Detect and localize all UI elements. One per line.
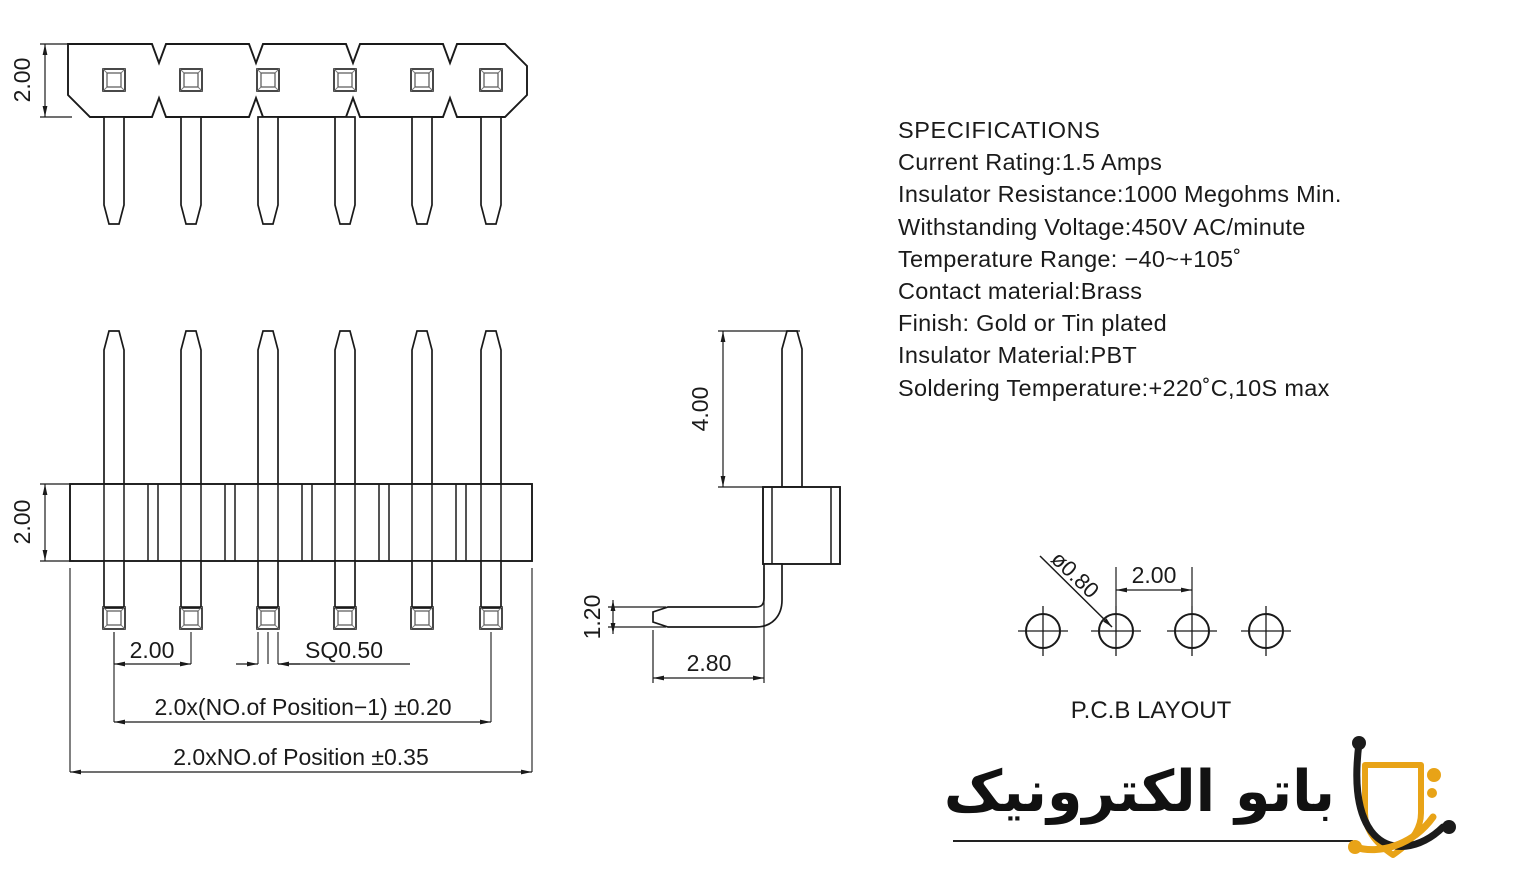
front-view-pin-tips	[102, 606, 503, 630]
pcb-diameter-leader	[1039, 555, 1113, 628]
front-view-extension-lines	[69, 568, 533, 772]
pcb-pitch-label: 2.00	[1132, 562, 1177, 588]
front-view-body-separators	[103, 484, 502, 561]
side-view-pin-height-dimension	[718, 330, 800, 488]
side-view-bent-tail	[652, 563, 783, 628]
specification-item: Insulator Material:PBT	[898, 342, 1138, 369]
side-view-pin-height-label: 4.00	[687, 387, 713, 432]
specification-item: Current Rating:1.5 Amps	[898, 149, 1163, 176]
specification-item: Contact material:Brass	[898, 278, 1143, 305]
pcb-hole	[1017, 605, 1069, 657]
top-view-group: 2.00	[9, 43, 528, 225]
side-view-tail-height-label: 1.20	[579, 595, 605, 640]
specification-item: Insulator Resistance:1000 Megohms Min.	[898, 181, 1342, 208]
pcb-layout-group: ø0.80 2.00 P.C.B LAYOUT	[1017, 546, 1292, 724]
front-view-height-dimension	[40, 483, 74, 562]
front-view-inner-span-label: 2.0x(NO.of Position−1) ±0.20	[154, 694, 451, 720]
specification-item: Finish: Gold or Tin plated	[898, 310, 1168, 337]
top-view-body-outline	[67, 43, 528, 118]
side-view-tail-length-dimension	[652, 568, 765, 683]
pcb-hole	[1240, 605, 1292, 657]
front-view-overall-span-label: 2.0xNO.of Position ±0.35	[173, 744, 429, 770]
top-view-height-dimension	[40, 43, 72, 118]
specification-item: Soldering Temperature:+220˚C,10S max	[898, 374, 1330, 401]
brand-emblem-icon	[1348, 736, 1456, 858]
front-view-group: 2.00 2.00	[9, 330, 533, 775]
specification-item: Temperature Range: −40~+105˚	[898, 245, 1242, 272]
specification-item: Withstanding Voltage:450V AC/minute	[898, 213, 1306, 240]
top-view-height-label: 2.00	[9, 58, 35, 103]
front-view-upper-pins	[103, 330, 502, 485]
pcb-layout-caption: P.C.B LAYOUT	[1071, 697, 1232, 724]
specifications-block: SPECIFICATIONS Current Rating:1.5 Amps I…	[898, 114, 1498, 404]
pcb-hole	[1166, 605, 1218, 657]
pcb-diameter-label: ø0.80	[1046, 546, 1104, 603]
side-view-group: 4.00 1.20 2.80	[579, 330, 841, 683]
side-view-tail-length-label: 2.80	[687, 650, 732, 676]
side-view-tail-height-dimension	[608, 600, 666, 634]
brand-watermark: باتو الکترونیک	[943, 735, 1465, 865]
side-view-body-edges	[771, 487, 832, 564]
top-view-pins	[103, 116, 502, 225]
front-view-pin-size-label: SQ0.50	[305, 637, 383, 663]
specifications-heading: SPECIFICATIONS	[898, 117, 1101, 143]
brand-underline	[953, 840, 1353, 842]
side-view-body	[762, 486, 841, 565]
pcb-pitch-dimension	[1115, 567, 1193, 606]
front-view-pitch-label: 2.00	[130, 637, 175, 663]
brand-name-text: باتو الکترونیک	[943, 759, 1336, 825]
side-view-vertical-pin	[781, 330, 803, 488]
front-view-height-label: 2.00	[9, 500, 35, 545]
front-view-body	[69, 483, 533, 562]
front-view-lower-pins	[103, 560, 502, 609]
